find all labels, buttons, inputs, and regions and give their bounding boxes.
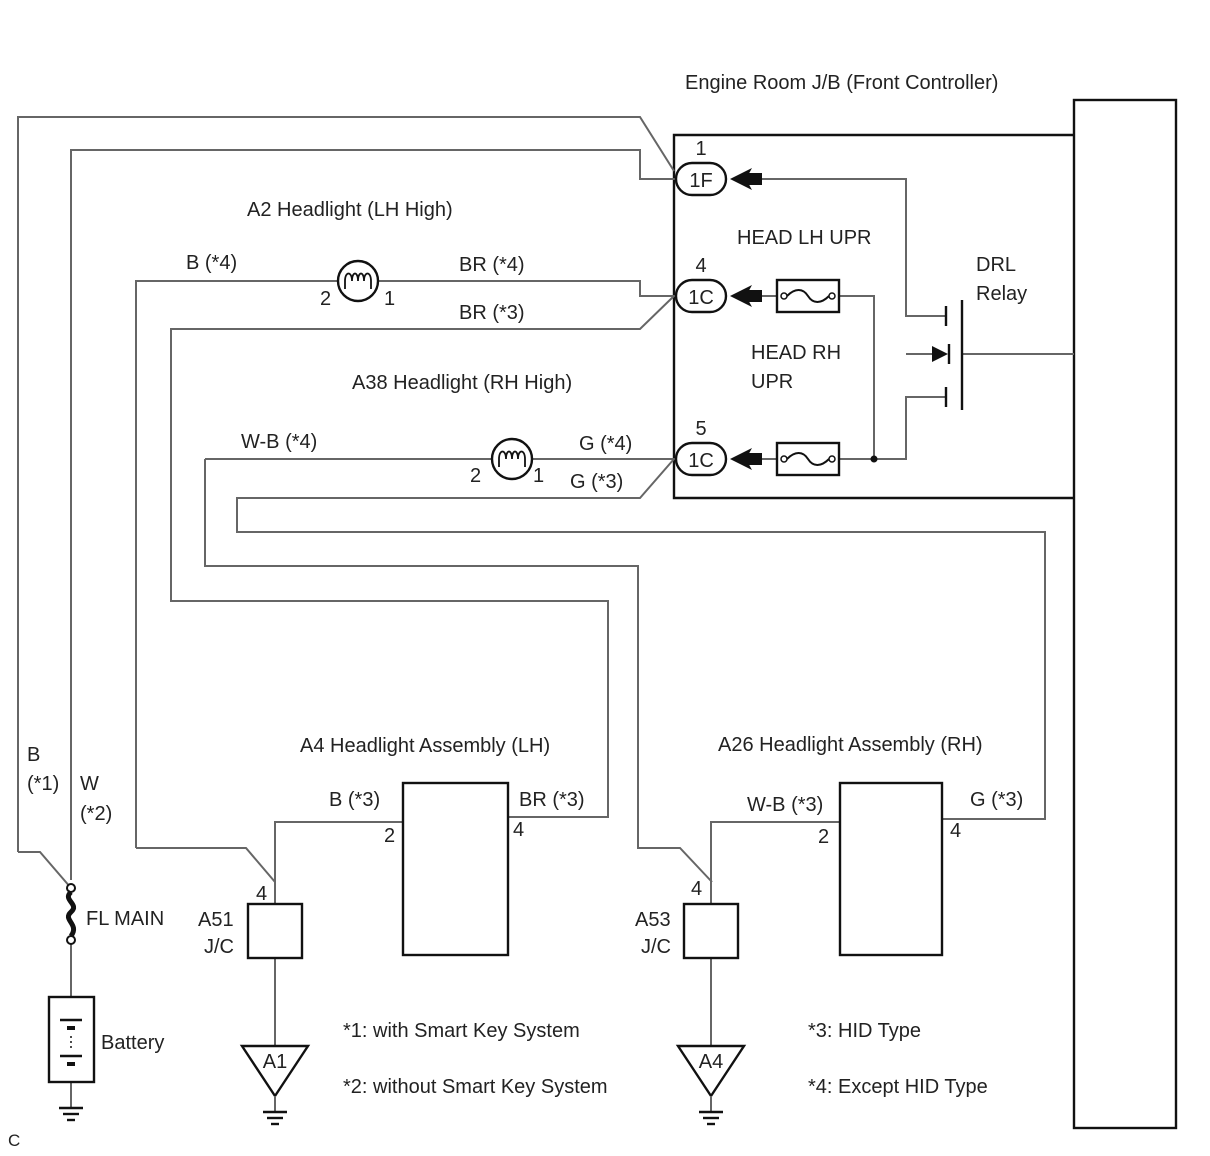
pin-number: 1	[384, 288, 395, 310]
pin-number: 4	[691, 878, 702, 900]
connector-1c-upper: 1C	[674, 278, 762, 314]
head-rh-upr-label: UPR	[751, 371, 793, 393]
note-3: *3: HID Type	[808, 1020, 921, 1042]
a2-headlight-label: A2 Headlight (LH High)	[247, 199, 453, 221]
connector-1f: 1F	[674, 161, 762, 197]
a51-label: A51	[198, 909, 234, 931]
a4-headlight-assembly	[401, 781, 510, 957]
drl-relay-icon	[932, 300, 964, 410]
fl-main-fusible-link-icon	[65, 883, 77, 945]
wire-label: BR (*3)	[459, 302, 525, 324]
bulb-icon	[490, 437, 534, 481]
wire-label: W-B (*4)	[241, 431, 317, 453]
a53-junction-connector	[682, 902, 740, 960]
jb-title: Engine Room J/B (Front Controller)	[685, 72, 998, 94]
pin-number: 2	[384, 825, 395, 847]
pin-number: 4	[950, 820, 961, 842]
ground-point-a4-icon	[675, 1044, 747, 1126]
wire-label: B	[27, 744, 40, 766]
pin-number: 2	[818, 826, 829, 848]
pin-number: 5	[695, 418, 706, 440]
pin-number: 4	[513, 819, 524, 841]
ground-a1-label: A1	[263, 1051, 287, 1073]
head-rh-upr-label: HEAD RH	[751, 342, 841, 364]
pin-number: 4	[695, 255, 706, 277]
connector-1f-label: 1F	[689, 170, 712, 192]
note-4: *4: Except HID Type	[808, 1076, 988, 1098]
a53-label: J/C	[641, 936, 671, 958]
connector-1c-label: 1C	[688, 287, 714, 309]
pin-number: 1	[533, 465, 544, 487]
a4-assembly-label: A4 Headlight Assembly (LH)	[300, 735, 550, 757]
pin-number: 2	[470, 465, 481, 487]
junction-block-outline	[672, 133, 1074, 500]
battery-icon	[47, 995, 96, 1084]
note-1: *1: with Smart Key System	[343, 1020, 580, 1042]
head-lh-upr-label: HEAD LH UPR	[737, 227, 871, 249]
a51-label: J/C	[204, 936, 234, 958]
corner-label: C	[8, 1131, 20, 1150]
front-controller-block	[1072, 98, 1178, 1130]
head-rh-upr-fuse-icon	[775, 441, 841, 477]
wire-label: G (*3)	[570, 471, 623, 493]
a38-headlight-label: A38 Headlight (RH High)	[352, 372, 572, 394]
splice-dot	[870, 455, 878, 463]
pin-number: 2	[320, 288, 331, 310]
battery-label: Battery	[101, 1032, 164, 1054]
wire-label: W-B (*3)	[747, 794, 823, 816]
battery-ground-icon	[59, 1106, 83, 1122]
drl-relay-label: DRL	[976, 254, 1016, 276]
wire-label: (*1)	[27, 773, 59, 795]
wire-label: (*2)	[80, 803, 112, 825]
ground-point-a1-icon	[239, 1044, 311, 1126]
drl-relay-label: Relay	[976, 283, 1027, 305]
wire-label: BR (*3)	[519, 789, 585, 811]
a26-headlight-assembly	[838, 781, 944, 957]
wires	[17, 116, 1074, 1108]
wire-label: W	[80, 773, 99, 795]
ground-a4-label: A4	[699, 1051, 723, 1073]
wire-label: B (*4)	[186, 252, 237, 274]
wire-label: G (*3)	[970, 789, 1023, 811]
a26-assembly-label: A26 Headlight Assembly (RH)	[718, 734, 983, 756]
pin-number: 4	[256, 883, 267, 905]
head-lh-upr-fuse-icon	[775, 278, 841, 314]
wire-label: B (*3)	[329, 789, 380, 811]
wire-label: BR (*4)	[459, 254, 525, 276]
a51-junction-connector	[246, 902, 304, 960]
bulb-icon	[336, 259, 380, 303]
fl-main-label: FL MAIN	[86, 908, 164, 930]
wire-label: G (*4)	[579, 433, 632, 455]
a53-label: A53	[635, 909, 671, 931]
connector-1c-lower: 1C	[674, 441, 762, 477]
connector-1c-label: 1C	[688, 450, 714, 472]
note-2: *2: without Smart Key System	[343, 1076, 608, 1098]
pin-number: 1	[695, 138, 706, 160]
